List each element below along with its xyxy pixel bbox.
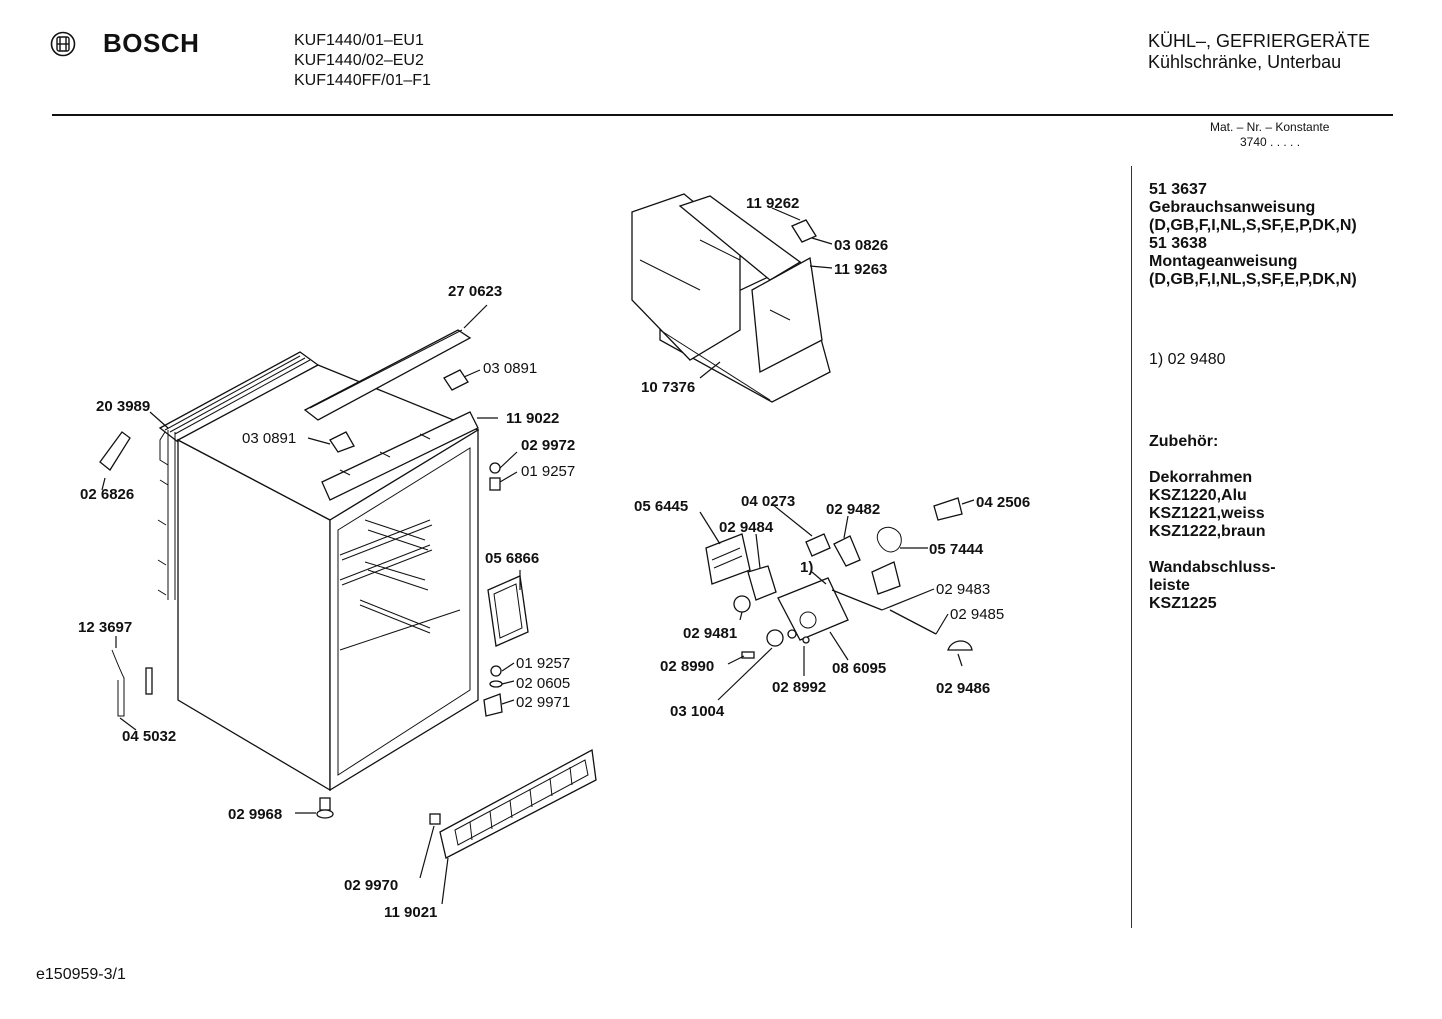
category-line-1: KÜHL–, GEFRIERGERÄTE [1148,31,1371,51]
part-label-086095: 08 6095 [832,660,886,677]
part-label-029972: 02 9972 [521,437,575,454]
part-label-203989: 20 3989 [96,398,150,415]
part-label-031004: 03 1004 [670,703,725,720]
accessory-2-title-b: leiste [1149,577,1190,594]
part-label-040273: 04 0273 [741,493,795,510]
part-label-045032: 04 5032 [122,728,176,745]
part-label-029968: 02 9968 [228,806,282,823]
part-label-119263: 11 9263 [834,261,887,278]
part-label-119021: 11 9021 [384,904,437,921]
accessory-1-variant-braun: KSZ1222,braun [1149,523,1266,540]
accessory-1-variant-weiss: KSZ1221,weiss [1149,505,1265,522]
accessory-1-variant-alu: KSZ1220,Alu [1149,487,1247,504]
model-1: KUF1440/01–EU1 [294,32,424,49]
document-reference: e150959-3/1 [36,966,126,983]
part-label-107376: 10 7376 [641,379,695,396]
konstante-value: 3740 . . . . . [1240,135,1301,149]
part-labels: 27 0623 03 0891 20 3989 11 9022 03 0891 … [78,195,1030,921]
leader-lines [101,207,975,905]
doc1-languages: (D,GB,F,I,NL,S,SF,E,P,DK,N) [1149,217,1357,234]
part-label-note-1: 1) [800,559,813,576]
part-label-026826: 02 6826 [80,486,134,503]
konstante-label: Mat. – Nr. – Konstante [1210,120,1330,134]
doc1-number: 51 3637 [1149,181,1207,198]
part-label-029482: 02 9482 [826,501,880,518]
footnote-1: 1) 02 9480 [1149,351,1226,368]
accessory-2-title-a: Wandabschluss- [1149,559,1276,576]
part-label-019257-a: 01 9257 [521,463,575,480]
accessory-2-code: KSZ1225 [1149,595,1217,612]
part-label-029484: 02 9484 [719,519,774,536]
brand-name: BOSCH [103,28,200,58]
sidebar: 51 3637 Gebrauchsanweisung (D,GB,F,I,NL,… [1149,181,1357,613]
doc2-languages: (D,GB,F,I,NL,S,SF,E,P,DK,N) [1149,271,1357,288]
accessories-heading: Zubehör: [1149,433,1219,450]
category-heading: KÜHL–, GEFRIERGERÄTE Kühlschränke, Unter… [1148,31,1370,73]
part-label-028990: 02 8990 [660,658,714,675]
thermostat-assembly-drawing [705,497,973,659]
part-label-020605: 02 0605 [516,675,570,692]
doc1-title: Gebrauchsanweisung [1149,199,1316,216]
part-label-123697: 12 3697 [78,619,132,636]
part-label-030891-a: 03 0891 [483,360,537,377]
bosch-logo-icon [50,31,76,57]
model-2: KUF1440/02–EU2 [294,52,424,69]
part-label-270623: 27 0623 [448,283,502,300]
part-label-042506: 04 2506 [976,494,1030,511]
part-label-029971: 02 9971 [516,694,570,711]
part-label-019257-b: 01 9257 [516,655,570,672]
part-label-119262: 11 9262 [746,195,799,212]
part-label-029970: 02 9970 [344,877,398,894]
part-label-056866: 05 6866 [485,550,539,567]
part-label-030826: 03 0826 [834,237,888,254]
part-label-029485: 02 9485 [950,606,1004,623]
freezer-compartment-drawing [631,193,831,403]
part-label-029483: 02 9483 [936,581,990,598]
part-label-028992: 02 8992 [772,679,826,696]
part-label-029486: 02 9486 [936,680,990,697]
doc2-title: Montageanweisung [1149,253,1298,270]
part-label-029481: 02 9481 [683,625,737,642]
part-label-056445: 05 6445 [634,498,688,515]
model-3: KUF1440FF/01–F1 [294,72,431,89]
accessory-1-title: Dekorrahmen [1149,469,1253,486]
konstante-block: Mat. – Nr. – Konstante 3740 . . . . . [1210,120,1329,150]
part-label-057444: 05 7444 [929,541,984,558]
doc2-number: 51 3638 [1149,235,1207,252]
part-label-030891-b: 03 0891 [242,430,296,447]
cabinet-drawing [99,329,597,859]
part-label-119022: 11 9022 [506,410,559,427]
category-line-2: Kühlschränke, Unterbau [1148,52,1342,72]
sidebar-divider [1131,166,1132,928]
header-rule [52,114,1393,116]
model-list: KUF1440/01–EU1 KUF1440/02–EU2 KUF1440FF/… [294,31,431,91]
